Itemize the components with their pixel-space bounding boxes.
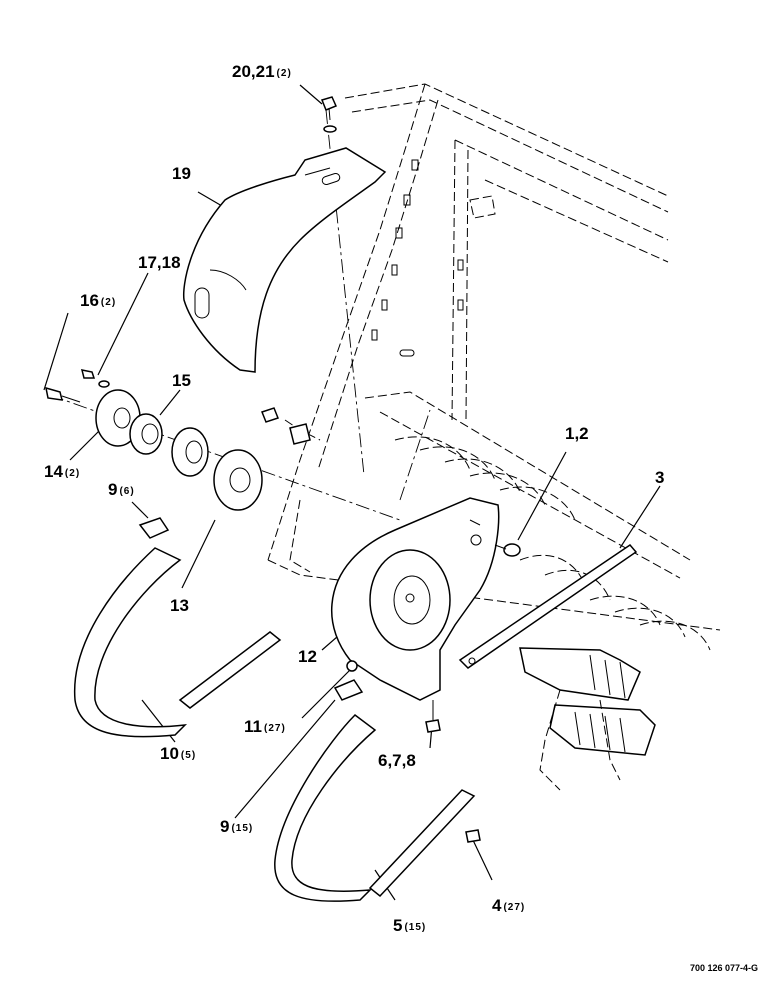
callout-5: 5(15): [393, 917, 426, 934]
floor-pan: [394, 436, 711, 651]
callout-20-21: 20,21(2): [232, 63, 292, 80]
frame-outline: [267, 83, 721, 631]
callout-15: 15: [172, 372, 193, 389]
callout-label: 5: [393, 916, 403, 935]
callout-6-7-8: 6,7,8: [378, 752, 418, 769]
bearing-assembly: [45, 369, 311, 511]
callout-19: 19: [172, 165, 193, 182]
callout-label: 6,7,8: [378, 751, 416, 770]
fastener-6-7-8: [425, 700, 441, 733]
callout-label: 20,21: [232, 62, 275, 81]
pin-1-2: [494, 543, 521, 557]
strap-10: [73, 547, 282, 738]
guard-12: [330, 497, 500, 701]
callout-qty: (5): [180, 750, 197, 761]
callout-3: 3: [655, 469, 666, 486]
callout-16: 16(2): [80, 292, 116, 309]
callout-label: 1,2: [565, 424, 589, 443]
callout-12: 12: [298, 648, 319, 665]
figure-id: 700 126 077-4-G: [690, 963, 759, 973]
callout-label: 9: [108, 480, 118, 499]
callout-label: 13: [170, 596, 189, 615]
callout-label: 9: [220, 817, 230, 836]
callout-13: 13: [170, 597, 191, 614]
callout-qty: (27): [503, 902, 526, 913]
bolt-washer-20-21: [320, 96, 338, 133]
callout-14: 14(2): [44, 463, 80, 480]
spring-assembly: [519, 647, 656, 791]
callout-qty: (2): [100, 297, 117, 308]
callout-label: 11: [244, 717, 262, 736]
strap-5: [274, 714, 476, 902]
callout-9-upper: 9(6): [108, 481, 135, 498]
callout-label: 14: [44, 462, 63, 481]
strap-3: [458, 544, 638, 669]
callout-label: 10: [160, 744, 179, 763]
fastener-4: [465, 829, 481, 843]
plate-9-upper: [138, 517, 170, 539]
callout-qty: (2): [276, 68, 292, 79]
callout-label: 17,18: [138, 253, 181, 272]
fastener-11: [346, 660, 358, 672]
callout-9-lower: 9(15): [220, 818, 253, 835]
callout-17-18: 17,18: [138, 254, 183, 271]
leader-lines: [43, 84, 661, 901]
callout-label: 16: [80, 291, 99, 310]
callout-qty: (6): [119, 486, 135, 497]
callout-11: 11(27): [244, 718, 286, 735]
plate-9-lower: [333, 679, 364, 701]
callout-label: 3: [655, 468, 665, 487]
callout-qty: (15): [404, 922, 427, 933]
callout-qty: (15): [231, 823, 254, 834]
callout-label: 12: [298, 647, 317, 666]
callout-label: 19: [172, 164, 191, 183]
callout-label: 4: [492, 896, 502, 915]
callout-10: 10(5): [160, 745, 196, 762]
callout-4: 4(27): [492, 897, 525, 914]
callout-qty: (27): [263, 723, 286, 734]
callout-1-2: 1,2: [565, 425, 591, 442]
callout-qty: (2): [64, 468, 81, 479]
callout-label: 15: [172, 371, 191, 390]
shield-19: [182, 147, 387, 373]
